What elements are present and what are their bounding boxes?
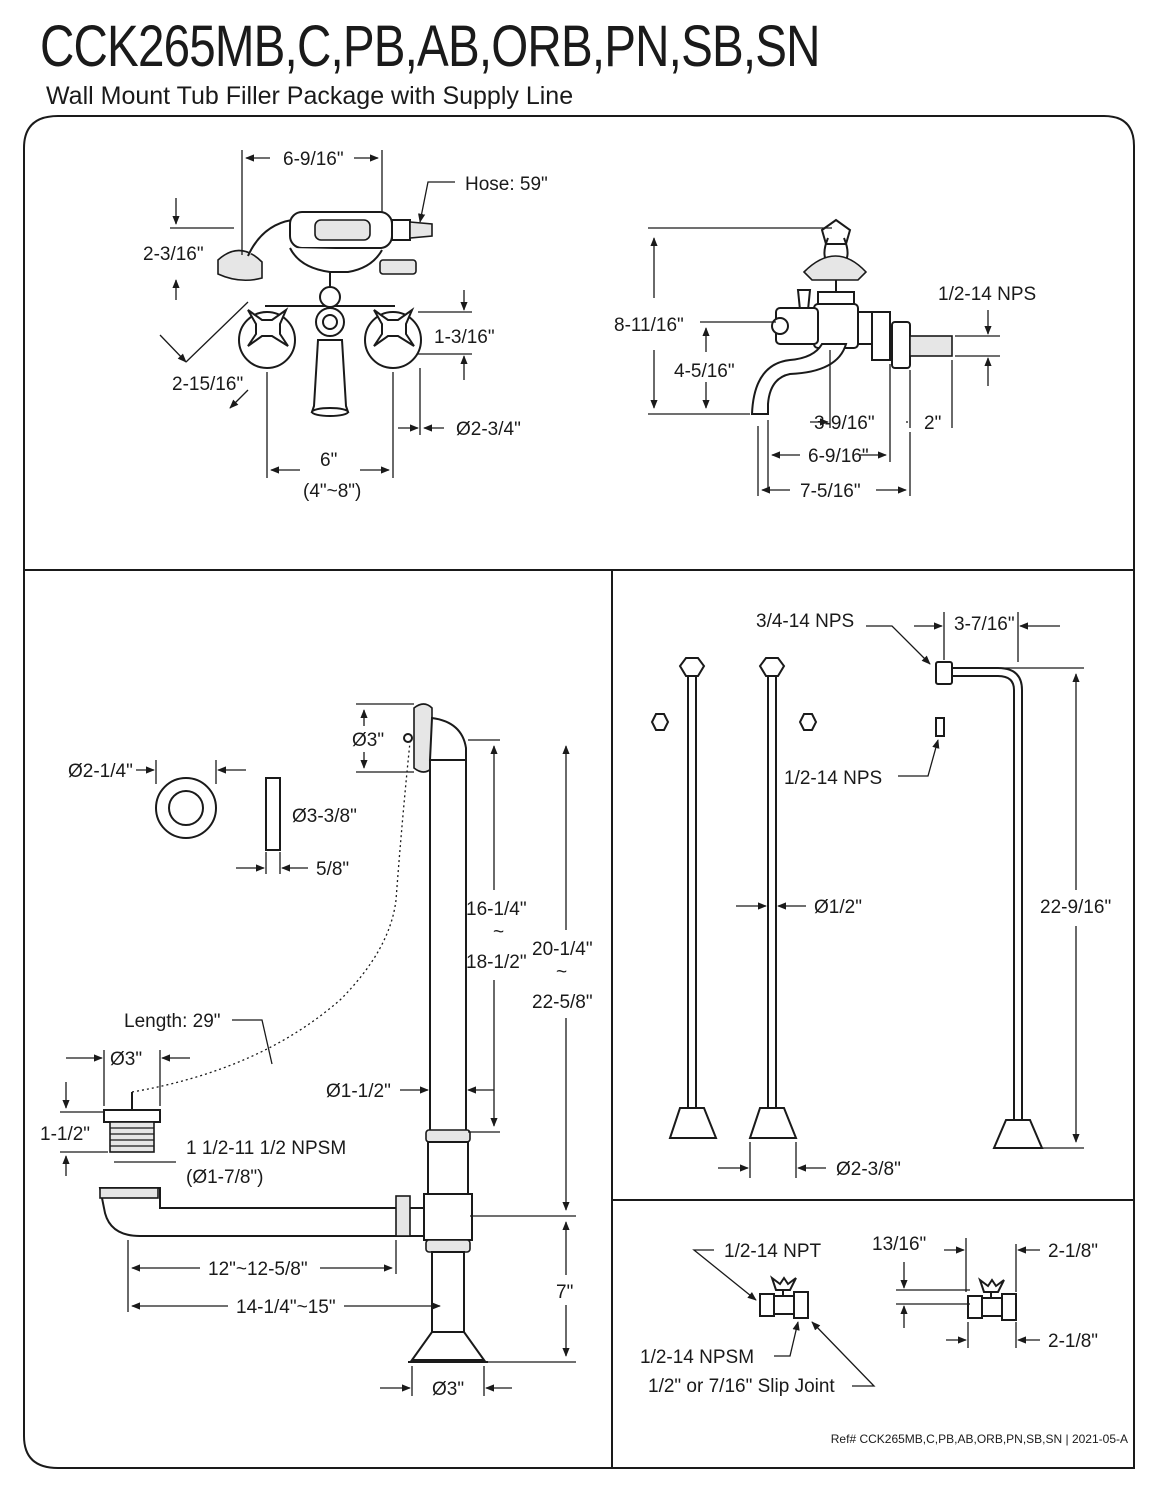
dim-centers: 6" <box>320 450 337 471</box>
label-top-thread: 3/4-14 NPS <box>756 611 854 632</box>
dim-centers-range: (4"~8") <box>303 481 361 502</box>
dim-inlet-depth: 3-9/16" <box>814 413 875 434</box>
label-strainer-thread: 1 1/2-11 1/2 NPSM <box>186 1138 346 1159</box>
dim-base-dia: Ø3" <box>432 1379 464 1400</box>
dim-handle-diag: 2-15/16" <box>172 374 243 395</box>
supply-lines: 3/4-14 NPS 3-7/16" 1/2-14 NPS Ø1/2" 22-9… <box>650 611 1111 1180</box>
dim-plate-thickness: 5/8" <box>316 859 349 880</box>
dim-waste-length: 12"~12-5/8" <box>208 1259 308 1280</box>
dim-total-length: 14-1/4"~15" <box>236 1297 336 1318</box>
dim-offset: 3-7/16" <box>954 614 1015 635</box>
dim-face-plate-dia: Ø2-1/4" <box>68 761 133 782</box>
label-valve-slip-joint: 1/2" or 7/16" Slip Joint <box>648 1376 835 1397</box>
dim-strainer-height: 1-1/2" <box>40 1124 90 1145</box>
footer-ref: Ref# CCK265MB,C,PB,AB,ORB,PN,SB,SN | 202… <box>831 1432 1128 1446</box>
dim-handle-offset: 1-3/16" <box>434 327 495 348</box>
label-chain-length: Length: 29" <box>124 1011 221 1032</box>
dim-total-depth: 7-5/16" <box>800 481 861 502</box>
dim-spout-height: 4-5/16" <box>674 361 735 382</box>
dim-overflow-height-sep: ~ <box>493 922 504 943</box>
page-title: CCK265MB,C,PB,AB,ORB,PN,SB,SN <box>40 14 821 79</box>
dim-valve-height: 13/16" <box>872 1234 926 1255</box>
faucet-side-view: 8-11/16" 4-5/16" 1/2-14 NPS 3-9/16" 2" 6… <box>614 218 1036 502</box>
dim-supply-height: 22-9/16" <box>1040 897 1111 918</box>
dim-supply-flange-dia: Ø2-3/8" <box>836 1159 901 1180</box>
label-valve-inlet: 1/2-14 NPT <box>724 1241 822 1262</box>
dim-stopper-dia: Ø3" <box>110 1049 142 1070</box>
label-valve-outlet: 1/2-14 NPSM <box>640 1347 754 1368</box>
dim-flange-dia: Ø2-3/4" <box>456 419 521 440</box>
label-inlet-thread: 1/2-14 NPS <box>938 284 1036 305</box>
dim-inlet-length: 2" <box>924 413 941 434</box>
dim-pipe-dia: Ø1-1/2" <box>326 1081 391 1102</box>
dim-tube-dia: Ø1/2" <box>814 897 862 918</box>
dim-valve-width-top: 2-1/8" <box>1048 1241 1098 1262</box>
label-strainer-thread-dia: (Ø1-7/8") <box>186 1167 263 1188</box>
dim-side-height: 8-11/16" <box>614 315 684 336</box>
dim-leg-height: 7" <box>556 1282 573 1303</box>
panel-frame <box>23 115 1135 1469</box>
dim-spout-reach: 6-9/16" <box>808 446 869 467</box>
dim-handset-height: 2-3/16" <box>143 244 204 265</box>
label-bottom-thread: 1/2-14 NPS <box>784 768 882 789</box>
dim-total-height-bottom: 22-5/8" <box>532 992 593 1013</box>
dim-overflow-dia: Ø3" <box>352 730 384 751</box>
faucet-front-view: 6-9/16" Hose: 59" 2-3/16" 1-3/16" 2-15/1… <box>143 149 548 502</box>
dim-total-height-top: 20-1/4" <box>532 939 593 960</box>
dim-overflow-height-bottom: 18-1/2" <box>466 952 527 973</box>
dim-width-top: 6-9/16" <box>283 149 344 170</box>
dim-plate-dia: Ø3-3/8" <box>292 806 357 827</box>
stop-valves: 1/2-14 NPT 1/2-14 NPSM 1/2" or 7/16" Sli… <box>640 1234 1098 1397</box>
dim-overflow-height-top: 16-1/4" <box>466 899 527 920</box>
dim-valve-width-bottom: 2-1/8" <box>1048 1331 1098 1352</box>
dim-total-height-sep: ~ <box>556 962 567 983</box>
label-hose: Hose: 59" <box>465 174 548 195</box>
drain-assembly: Ø3" Ø2-1/4" Ø3-3/8" 5/8" 16-1/4" ~ 18-1/… <box>40 703 593 1400</box>
page-subtitle: Wall Mount Tub Filler Package with Suppl… <box>46 82 574 110</box>
